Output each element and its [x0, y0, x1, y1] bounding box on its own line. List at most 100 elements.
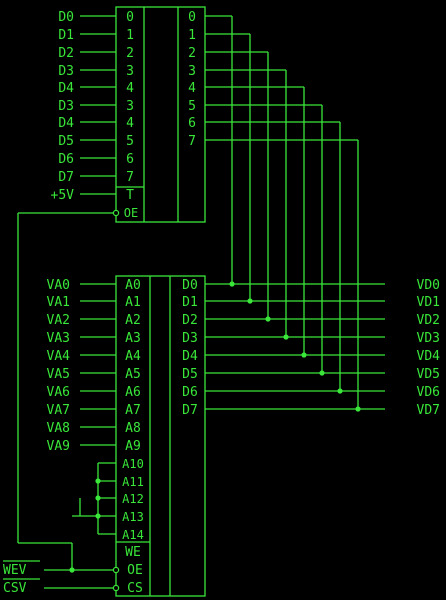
ram-pin-d3: D3	[182, 331, 198, 346]
bus-junction-3	[283, 334, 289, 340]
ram-pin-we: WE	[125, 545, 141, 560]
ram-pin-a13: A13	[122, 510, 144, 524]
tie-junction-a12	[95, 495, 101, 501]
bus-junction-5	[319, 370, 325, 376]
ram-pin-d2: D2	[182, 313, 198, 328]
addr-input-va7: VA7	[47, 403, 70, 418]
junction-dots	[69, 281, 361, 573]
bus-junction-2	[265, 316, 271, 322]
latch-out-3: 3	[188, 64, 196, 79]
latch-input-d3b: D3	[58, 99, 74, 114]
ram-chip	[115, 275, 206, 597]
latch-right-pins: 0 1 2 3 4 5 6 7	[188, 10, 196, 149]
latch-input-d3: D3	[58, 64, 74, 79]
latch-pin-2: 2	[126, 46, 134, 61]
latch-chip	[115, 6, 206, 223]
bus-junction-4	[301, 352, 307, 358]
ram-pin-a6: A6	[125, 385, 141, 400]
latch-out-7: 7	[188, 134, 196, 149]
ram-pin-a4: A4	[125, 349, 141, 364]
ram-pin-a9: A9	[125, 439, 141, 454]
tie-junction-a13	[95, 513, 101, 519]
ram-pin-a1: A1	[125, 295, 141, 310]
ram-pin-a7: A7	[125, 403, 141, 418]
addr-input-va1: VA1	[47, 295, 70, 310]
data-output-vd4: VD4	[417, 349, 441, 364]
latch-input-d4: D4	[58, 81, 74, 96]
csv-label: CSV	[3, 581, 27, 596]
tie-junction-a11	[95, 478, 101, 484]
addr-input-va5: VA5	[47, 367, 70, 382]
addr-input-va2: VA2	[47, 313, 70, 328]
wev-label: WEV	[3, 563, 27, 578]
latch-input-d4b: D4	[58, 116, 74, 131]
latch-pin-oe: OE	[124, 206, 138, 220]
ram-pin-d1: D1	[182, 295, 198, 310]
addr-input-va9: VA9	[47, 439, 70, 454]
ram-oe-bubble	[112, 566, 120, 574]
latch-out-5: 5	[188, 99, 196, 114]
latch-out-0: 0	[188, 10, 196, 25]
latch-input-d7: D7	[58, 170, 74, 185]
latch-left-pins: 0 1 2 3 4 3 4 5 6 7 T OE	[124, 10, 138, 220]
latch-pin-9: 7	[126, 170, 134, 185]
latch-input-d2: D2	[58, 46, 74, 61]
ram-pin-a11: A11	[122, 475, 144, 489]
latch-pin-0: 0	[126, 10, 134, 25]
ram-pin-a0: A0	[125, 278, 141, 293]
latch-out-2: 2	[188, 46, 196, 61]
bus-junction-0	[229, 281, 235, 287]
latch-pin-6: 4	[126, 116, 134, 131]
ram-pin-a2: A2	[125, 313, 141, 328]
latch-pin-5: 3	[126, 99, 134, 114]
ram-cs-bubble	[112, 584, 120, 592]
latch-input-d6: D6	[58, 152, 74, 167]
data-output-vd2: VD2	[417, 313, 440, 328]
addr-input-va3: VA3	[47, 331, 70, 346]
bus-junction-7	[355, 406, 361, 412]
ram-pin-d4: D4	[182, 349, 198, 364]
ram-data-pins: D0 D1 D2 D3 D4 D5 D6 D7	[182, 278, 198, 418]
ram-pin-a8: A8	[125, 421, 141, 436]
ram-pin-a12: A12	[122, 492, 144, 506]
latch-input-d1: D1	[58, 28, 74, 43]
addr-input-va4: VA4	[47, 349, 71, 364]
addr-input-va8: VA8	[47, 421, 70, 436]
data-output-vd3: VD3	[417, 331, 440, 346]
data-output-labels: VD0 VD1 VD2 VD3 VD4 VD5 VD6 VD7	[417, 278, 441, 418]
data-output-vd6: VD6	[417, 385, 440, 400]
ram-pin-a10: A10	[122, 457, 144, 471]
latch-pin-7: 5	[126, 134, 134, 149]
supply-label: +5V	[51, 188, 75, 203]
latch-pin-8: 6	[126, 152, 134, 167]
ram-pin-d7: D7	[182, 403, 198, 418]
data-output-vd0: VD0	[417, 278, 440, 293]
latch-out-1: 1	[188, 28, 196, 43]
data-output-vd5: VD5	[417, 367, 440, 382]
bus-junction-6	[337, 388, 343, 394]
ram-pin-a3: A3	[125, 331, 141, 346]
ram-pin-d6: D6	[182, 385, 198, 400]
control-signal-labels: WEV CSV	[3, 560, 40, 596]
ram-pin-a5: A5	[125, 367, 141, 382]
latch-input-d5: D5	[58, 134, 74, 149]
latch-pin-3: 3	[126, 64, 134, 79]
wiring	[17, 15, 385, 589]
latch-pin-t: T	[126, 188, 134, 203]
ram-pin-cs: CS	[127, 581, 143, 596]
latch-pin-4: 4	[126, 81, 134, 96]
ram-address-labels: VA0 VA1 VA2 VA3 VA4 VA5 VA6 VA7 VA8 VA9	[47, 278, 71, 454]
latch-pin-1: 1	[126, 28, 134, 43]
ram-pin-oe: OE	[127, 563, 143, 578]
addr-input-va6: VA6	[47, 385, 70, 400]
latch-oe-bubble	[112, 209, 120, 217]
ram-address-pins: A0 A1 A2 A3 A4 A5 A6 A7 A8 A9 A10 A11 A1…	[122, 278, 144, 542]
ram-control-pins: WE OE CS	[125, 545, 143, 596]
bus-junction-1	[247, 298, 253, 304]
wev-junction	[69, 567, 75, 573]
latch-out-6: 6	[188, 116, 196, 131]
ram-pin-d0: D0	[182, 278, 198, 293]
ram-pin-a14: A14	[122, 528, 144, 542]
data-output-vd1: VD1	[417, 295, 440, 310]
